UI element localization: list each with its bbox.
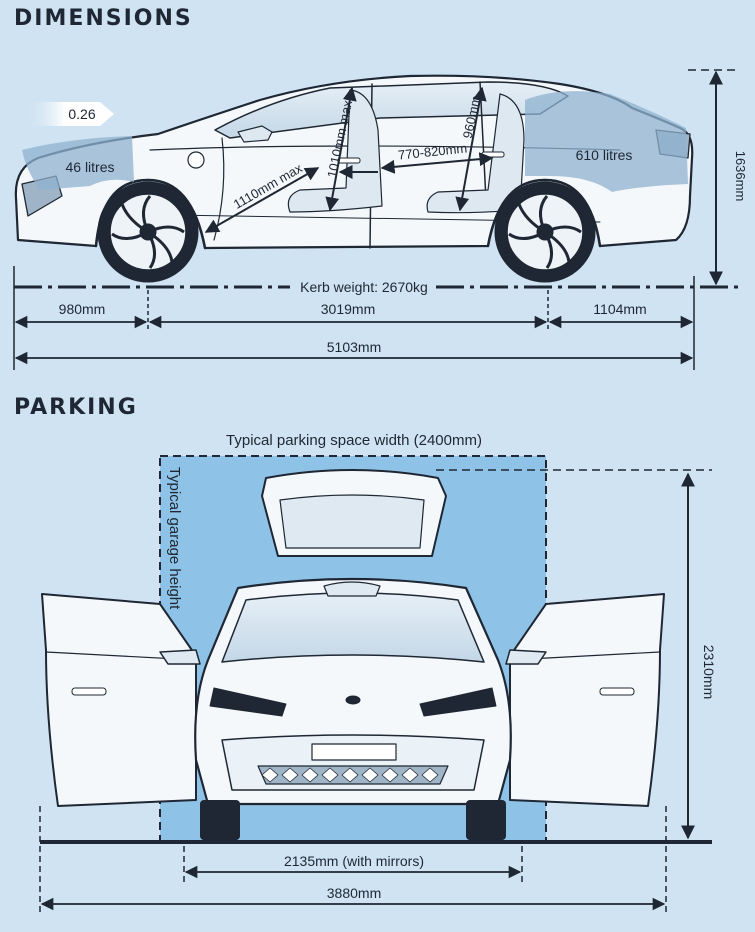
front-boot-label: 46 litres (65, 159, 114, 175)
rear-legroom-label: 770-820mm (397, 140, 468, 162)
front-wheel (97, 181, 199, 283)
drag-coefficient-label: 0.26 (68, 106, 95, 122)
length-label: 5103mm (327, 339, 381, 355)
width-mirrors-label: 2135mm (with mirrors) (284, 853, 424, 869)
rear-boot-label: 610 litres (576, 147, 633, 163)
garage-height-label: Typical garage height (166, 467, 183, 610)
windscreen (221, 592, 485, 663)
width-doors-open-label: 3880mm (327, 885, 381, 901)
parking-height-label: 2310mm (701, 645, 717, 699)
rear-seat (426, 93, 525, 214)
right-open-door (509, 593, 665, 807)
dimensions-heading: DIMENSIONS (14, 6, 193, 31)
left-open-door (41, 593, 197, 807)
front-overhang-label: 980mm (59, 301, 106, 317)
parking-space-width-label: Typical parking space width (2400mm) (226, 432, 482, 449)
rear-wheel (494, 181, 596, 283)
height-label: 1636mm (733, 151, 748, 202)
front-boot-highlight (22, 136, 134, 190)
rear-overhang-label: 1104mm (593, 301, 646, 317)
front-view-car (41, 469, 665, 840)
rear-boot-highlight (525, 91, 688, 192)
kerb-weight-label: Kerb weight: 2670kg (300, 279, 428, 295)
parking-heading: PARKING (14, 395, 138, 420)
drag-coefficient-badge (24, 102, 114, 126)
wheelbase-label: 3019mm (321, 301, 375, 317)
